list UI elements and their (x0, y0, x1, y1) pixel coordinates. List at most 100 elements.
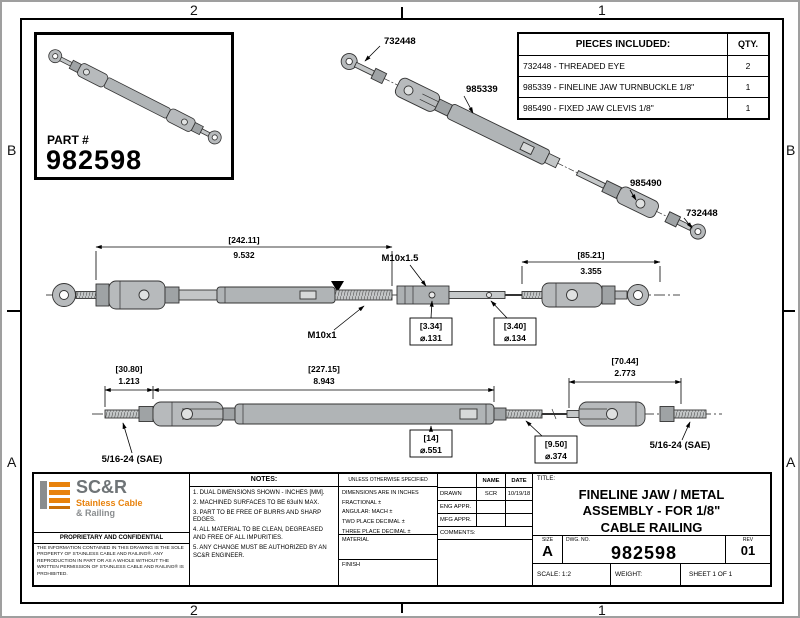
zone-label-left-a: A (7, 454, 17, 470)
balloon-label-clevis: 985490 (630, 178, 662, 189)
piece-qty: 2 (745, 61, 751, 71)
dwg-no-value: 982598 (610, 543, 678, 563)
hole-callout-1: [3.34] ⌀.131 (409, 300, 453, 346)
title-cell: TITLE: FINELINE JAW / METAL ASSEMBLY - F… (533, 474, 770, 535)
tolerance-line: ANGULAR: MACH ± (342, 509, 393, 516)
approval-row-eng: ENG APPR. (438, 501, 532, 514)
date-header: DATE (511, 477, 527, 484)
zone-label-bottom-left: 2 (190, 602, 198, 618)
note-item: 3. PART TO BE FREE OF BURRS AND SHARP ED… (193, 509, 322, 524)
balloon-label-threaded-eye-bottom: 732448 (686, 208, 718, 219)
dim-body-mm: [227.15] (308, 364, 340, 374)
dim-dia-in: ⌀.551 (420, 445, 442, 455)
scr-logo-icon (40, 481, 70, 509)
dim-right-in: 3.355 (580, 266, 602, 276)
border-tick-right (782, 310, 795, 312)
table-header-row: PIECES INCLUDED: QTY. (519, 34, 768, 55)
sheet-cell: SHEET 1 OF 1 (689, 571, 733, 578)
notes-header: NOTES: (190, 474, 339, 487)
border-tick-bottom (401, 602, 403, 613)
note-item: 2. MACHINED SURFACES TO BE 63uIN MAX. (193, 499, 320, 506)
dim-body-in: 8.943 (313, 376, 335, 386)
diameter-callout-rod: [9.50] ⌀.374 (525, 420, 578, 464)
exploded-assembly-drawing (340, 53, 706, 240)
brand-name: SC&R (76, 477, 128, 497)
brand-tagline-1: Stainless Cable (76, 498, 143, 508)
piece-desc: 985490 - FIXED JAW CLEVIS 1/8" (519, 98, 728, 118)
dim-dia-mm: [14] (423, 433, 438, 443)
brand-tagline-2: & Railing (76, 508, 116, 518)
tolerance-line: DIMENSIONS ARE IN INCHES (342, 490, 419, 496)
section-arrow-marker (331, 281, 344, 292)
exploded-isometric-view: 732448 985339 985490 732448 (340, 36, 718, 240)
jaw-eye-right-side (541, 282, 649, 308)
dwg-no-cell: DWG. NO. 982598 (563, 536, 726, 563)
approval-row-drawn: DRAWN SCR 10/19/18 (438, 488, 532, 501)
coupler-and-rod-side (396, 285, 543, 305)
approval-name (477, 501, 506, 513)
dim-hole2-mm: [3.40] (504, 321, 526, 331)
title-block: SC&R Stainless Cable & Railing PROPRIETA… (32, 472, 772, 587)
tolerance-line: FRACTIONAL ± (342, 499, 382, 506)
hole-callout-2: [3.40] ⌀.134 (490, 300, 537, 346)
company-cell: SC&R Stainless Cable & Railing PROPRIETA… (34, 474, 190, 585)
thread-callout-sae-left: 5/16-24 (SAE) (102, 454, 163, 465)
dimension-body-length (152, 386, 495, 402)
dimension-right-length (568, 378, 682, 408)
piece-desc: 732448 - THREADED EYE (519, 56, 728, 76)
cable-and-clevis-right (542, 401, 646, 427)
dimension-overall-length (95, 244, 393, 286)
approval-row-comments: COMMENTS: (438, 527, 532, 540)
zone-label-top-right: 1 (598, 2, 606, 18)
name-header: NAME (477, 474, 506, 487)
dimension-stud-length (104, 386, 154, 407)
leader-sae-left (122, 422, 133, 454)
side-view-detail: [30.80] 1.213 [227.15] 8.943 [70.44] 2.7… (92, 356, 722, 465)
table-row: 985339 - FINELINE JAW TURNBUCKLE 1/8" 1 (519, 76, 768, 97)
size-label: SIZE (541, 537, 554, 543)
approval-date: 10/19/18 (507, 491, 531, 497)
zone-label-left-b: B (7, 142, 17, 158)
size-value: A (542, 543, 553, 560)
rev-value: 01 (740, 543, 756, 558)
zone-label-right-a: A (786, 454, 796, 470)
part-isometric-view (48, 49, 222, 145)
exploded-leader-lines (364, 45, 693, 229)
dim-hole1-mm: [3.34] (420, 321, 442, 331)
size-dwg-rev-row: SIZE A DWG. NO. 982598 REV 01 (533, 535, 770, 563)
approvals-grid: NAME DATE DRAWN SCR 10/19/18 ENG APPR. M… (438, 474, 533, 585)
dim-hole1-in: ⌀.131 (420, 333, 442, 343)
part-number-box: PART # 982598 (34, 32, 234, 180)
piece-qty: 1 (745, 82, 751, 92)
finish-cell: FINISH (339, 560, 438, 585)
drawing-title: FINELINE JAW / METAL ASSEMBLY - FOR 1/8"… (533, 487, 770, 536)
dwg-no-label: DWG. NO. (566, 537, 590, 543)
dim-stud-in: 1.213 (118, 376, 140, 386)
turnbuckle-tube (234, 403, 543, 425)
title-label: TITLE: (537, 476, 556, 482)
proprietary-label: PROPRIETARY AND CONFIDENTIAL (34, 532, 189, 544)
jaw-body-left (152, 401, 236, 427)
dim-rod-mm: [9.50] (545, 439, 567, 449)
dim-overall-in: 9.532 (233, 250, 255, 260)
title-line: ASSEMBLY - FOR 1/8" (582, 503, 721, 519)
sheet-border-frame (20, 18, 784, 604)
piece-desc: 985339 - FINELINE JAW TURNBUCKLE 1/8" (519, 77, 728, 97)
assembled-part-drawing (48, 49, 222, 145)
border-tick-top (401, 7, 403, 18)
thread-callout-m10x1: M10x1 (307, 330, 337, 341)
leader-m10x1 (333, 305, 365, 331)
approvals-role-header (438, 474, 477, 487)
table-row: 985490 - FIXED JAW CLEVIS 1/8" 1 (519, 97, 768, 118)
approvals-header-row: NAME DATE (438, 474, 532, 488)
threaded-stud-left (104, 406, 154, 422)
zone-label-right-b: B (786, 142, 796, 158)
scale-weight-sheet-row: SCALE: 1:2 WEIGHT: SHEET 1 OF 1 (533, 563, 770, 585)
dimension-right-length (521, 259, 661, 284)
dim-hole2-in: ⌀.134 (504, 333, 526, 343)
tolerance-line: THREE PLACE DECIMAL ± (342, 528, 411, 535)
part-number-value: 982598 (46, 145, 143, 175)
approval-name (477, 514, 506, 526)
approval-date (506, 514, 532, 526)
material-cell: MATERIAL (339, 535, 438, 560)
